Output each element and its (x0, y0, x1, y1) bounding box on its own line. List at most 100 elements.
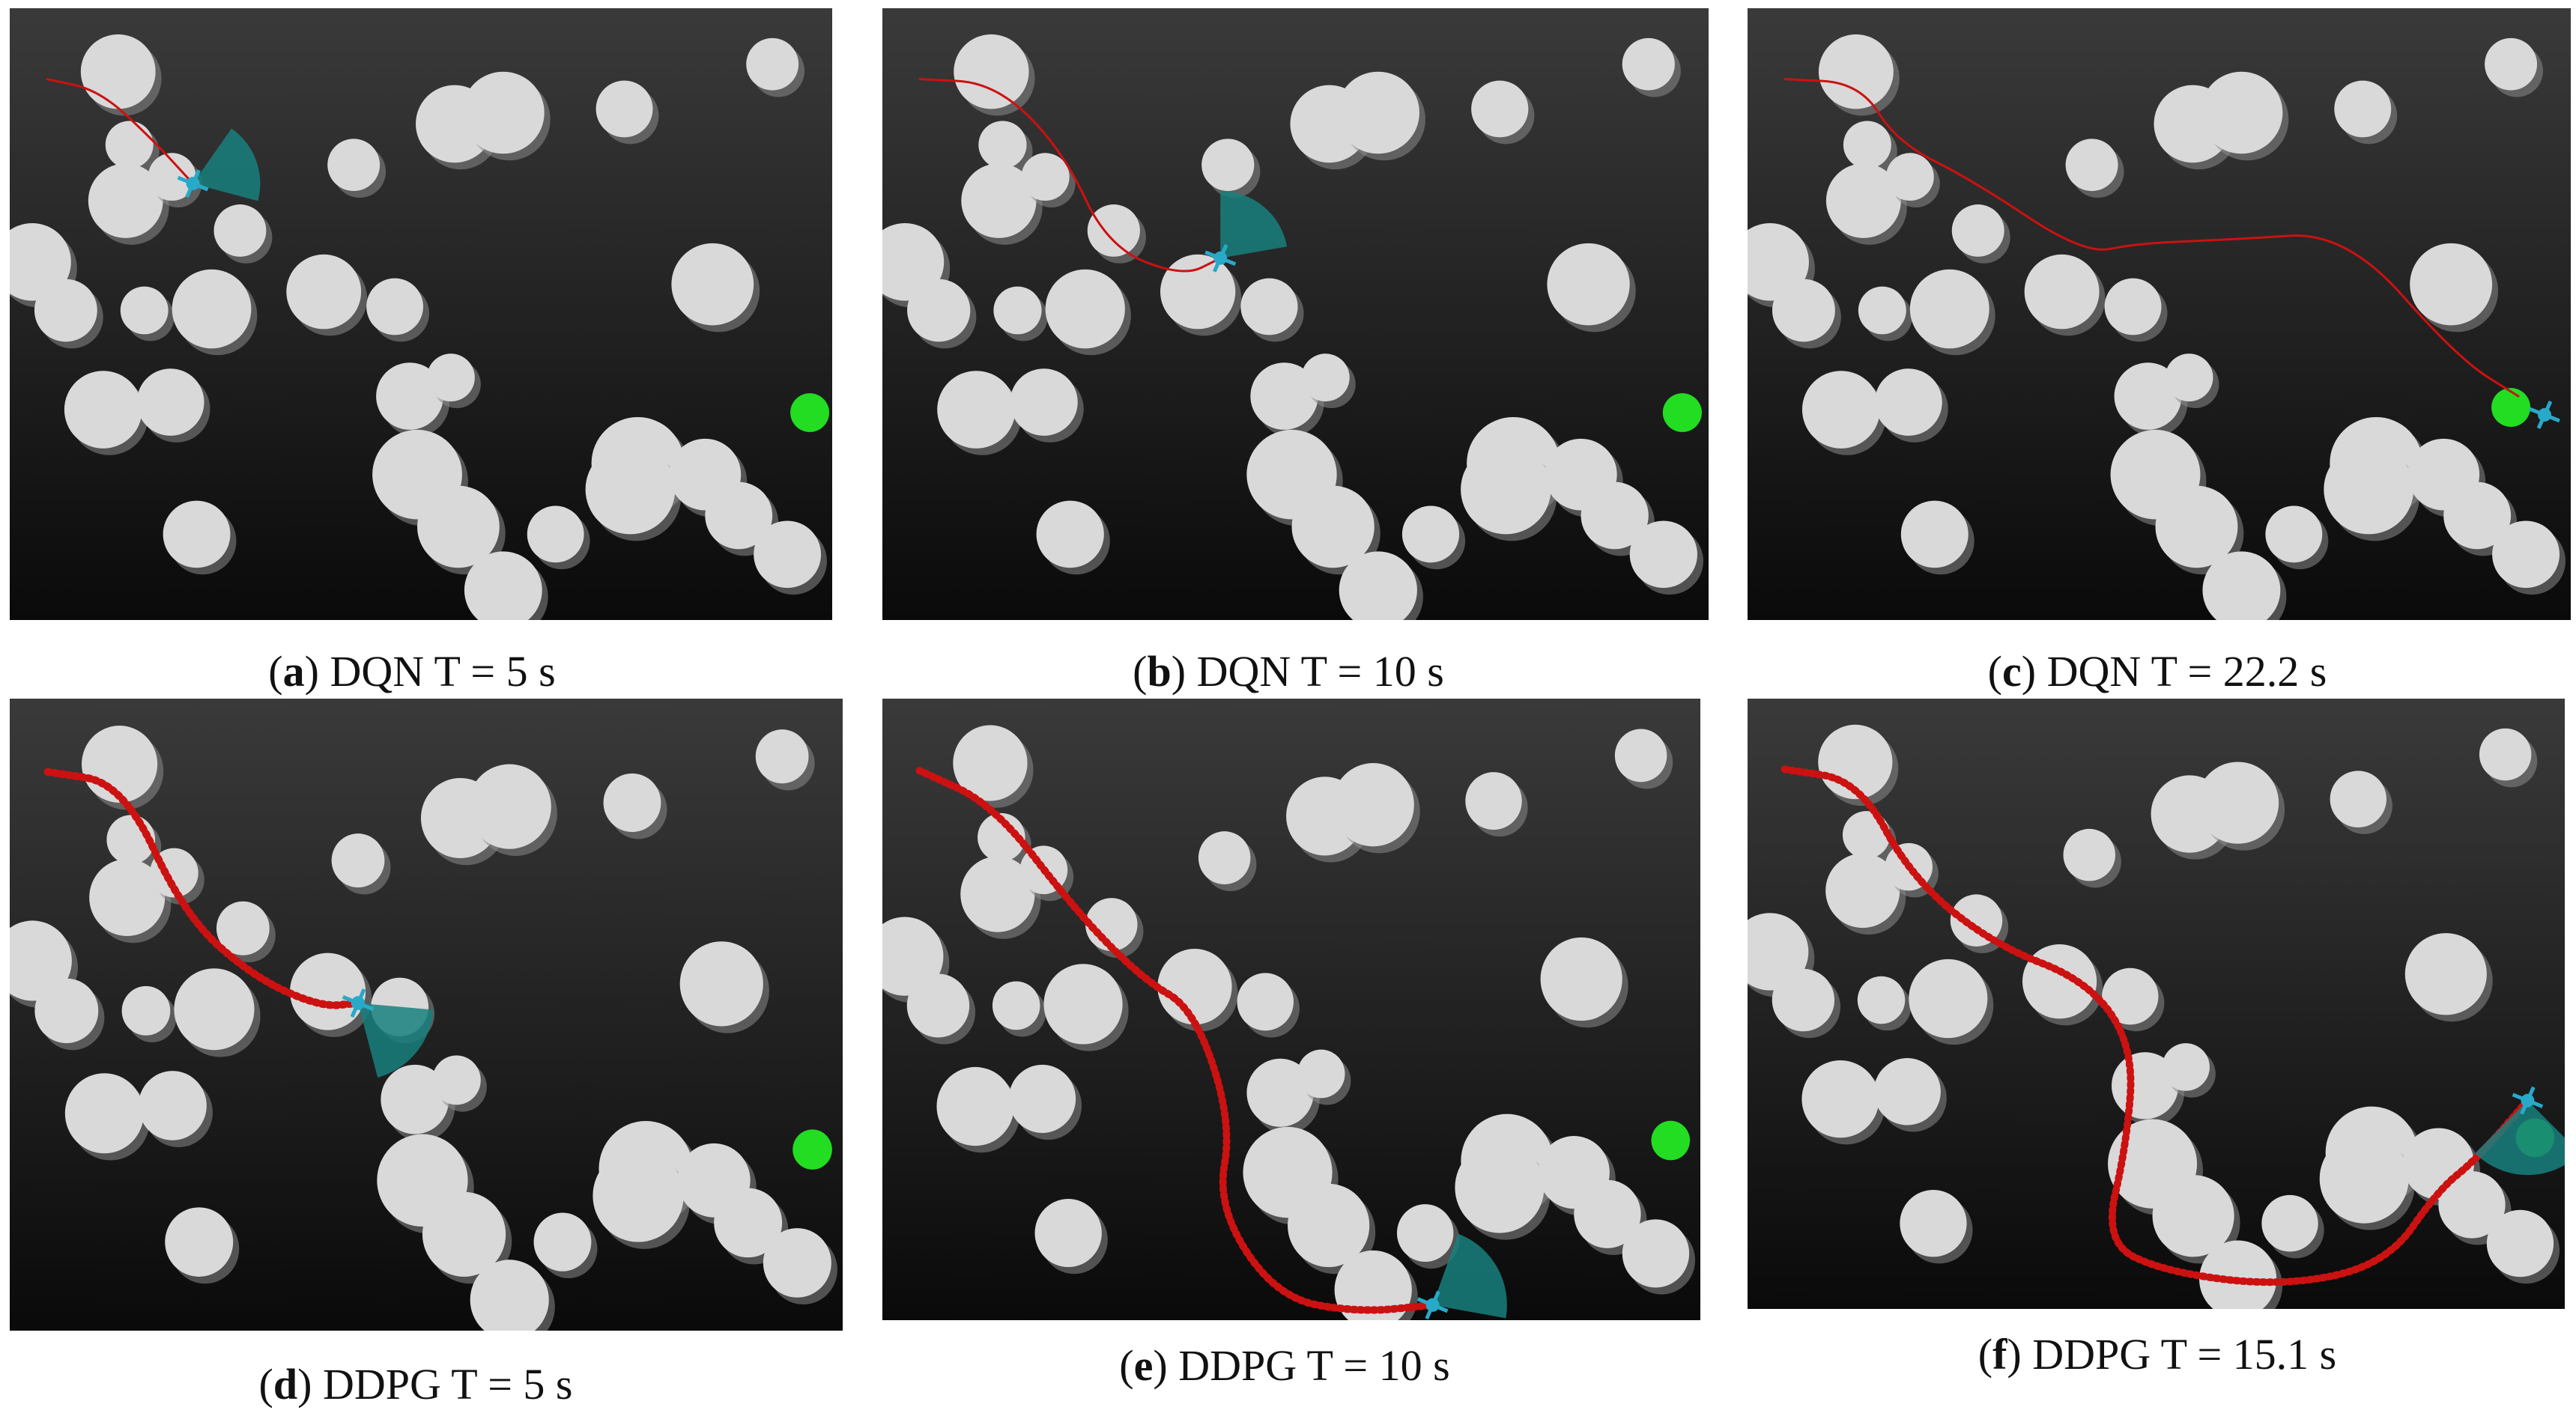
scene-svg (1748, 8, 2571, 620)
obstacle (906, 973, 976, 1045)
sensor-fan (2475, 1100, 2565, 1176)
obstacle (34, 279, 103, 349)
caption-letter: a (282, 647, 305, 696)
obstacle (2492, 520, 2566, 595)
goal-marker (793, 1129, 832, 1170)
obstacle (148, 153, 202, 208)
sensor-fan (1432, 1233, 1507, 1319)
obstacle (2199, 1240, 2283, 1309)
obstacle (1291, 485, 1381, 575)
obstacle (2104, 278, 2168, 342)
caption-letter: e (1133, 1341, 1154, 1390)
obstacle (961, 163, 1043, 245)
obstacle (105, 121, 160, 176)
obstacle (533, 1212, 598, 1279)
panel-c (1748, 8, 2571, 620)
obstacle (1036, 500, 1110, 575)
obstacle (585, 444, 682, 541)
scene-svg (882, 699, 1700, 1320)
robot-agent (177, 169, 209, 198)
obstacle (120, 286, 175, 341)
obstacle (2479, 728, 2538, 788)
sensor-fan (358, 1003, 434, 1078)
caption-d: (d) DDPG T = 5 s (258, 1360, 573, 1409)
obstacle (422, 1191, 512, 1284)
obstacle (213, 204, 273, 264)
obstacle (64, 1073, 151, 1161)
obstacle (34, 978, 105, 1051)
obstacle (2324, 444, 2420, 541)
obstacle (1818, 34, 1900, 116)
obstacle (1396, 1204, 1460, 1269)
caption-text: DQN T = 5 s (318, 647, 556, 696)
obstacle (1772, 279, 1841, 349)
obstacle (1297, 1049, 1351, 1105)
obstacle (470, 1260, 555, 1331)
obstacle (174, 968, 261, 1057)
obstacle (1008, 1064, 1082, 1140)
obstacle (746, 37, 805, 97)
caption-text: DQN T = 10 s (1186, 647, 1444, 696)
obstacle (366, 278, 429, 342)
panel-f (1748, 699, 2565, 1309)
obstacle (1455, 1142, 1551, 1240)
obstacle (2155, 485, 2244, 575)
obstacle (937, 371, 1022, 455)
obstacle (136, 368, 210, 443)
obstacle (80, 34, 162, 116)
obstacle (331, 833, 391, 895)
obstacle (755, 729, 815, 791)
caption-text: DDPG T = 5 s (312, 1360, 573, 1409)
obstacle (936, 1066, 1020, 1153)
obstacle (1045, 269, 1131, 356)
caption-text: DDPG T = 10 s (1167, 1341, 1450, 1390)
obstacle (121, 985, 177, 1043)
panel-d (10, 699, 843, 1331)
obstacle (1240, 278, 1304, 342)
obstacle (165, 1207, 240, 1284)
caption-e: (e) DDPG T = 10 s (1119, 1341, 1450, 1390)
robot-trajectory (43, 768, 363, 1009)
obstacle (2152, 1175, 2240, 1264)
robot-trajectory (1783, 78, 2520, 398)
robot-trajectory (1781, 765, 2532, 1286)
obstacle (1843, 121, 1897, 176)
obstacle (88, 163, 169, 245)
obstacle (172, 269, 258, 356)
obstacle (671, 243, 760, 332)
panel-e (882, 699, 1700, 1320)
obstacle (2265, 505, 2329, 570)
sensor-fan (1220, 191, 1288, 258)
obstacle (1900, 1189, 1973, 1264)
caption-text: DDPG T = 15.1 s (2021, 1330, 2337, 1379)
robot-trajectory (918, 78, 1222, 273)
obstacle (1021, 153, 1076, 208)
robot-agent (1416, 1290, 1449, 1320)
obstacle (290, 952, 372, 1037)
obstacle (2162, 1043, 2216, 1098)
obstacle (603, 773, 667, 839)
obstacle (1801, 371, 1886, 455)
panel-b (882, 8, 1709, 620)
obstacle (2202, 551, 2287, 620)
obstacle (464, 551, 548, 620)
scene-svg (1748, 699, 2565, 1309)
obstacle (1288, 1183, 1376, 1274)
obstacle (1336, 71, 1425, 161)
obstacle (1401, 505, 1466, 570)
obstacle (954, 34, 1035, 116)
obstacle (1461, 444, 1557, 541)
obstacle (2330, 771, 2392, 834)
obstacle (2486, 1209, 2560, 1284)
obstacle (1825, 853, 1906, 935)
obstacle (89, 859, 172, 944)
obstacle (1043, 964, 1129, 1051)
obstacle (527, 505, 590, 570)
obstacle (1547, 243, 1636, 332)
obstacle (1951, 204, 2010, 264)
obstacle (432, 1055, 487, 1112)
caption-text: DQN T = 22.2 s (2036, 647, 2327, 696)
obstacle (467, 764, 557, 856)
goal-marker (790, 393, 830, 432)
robot-trajectory (46, 78, 195, 185)
